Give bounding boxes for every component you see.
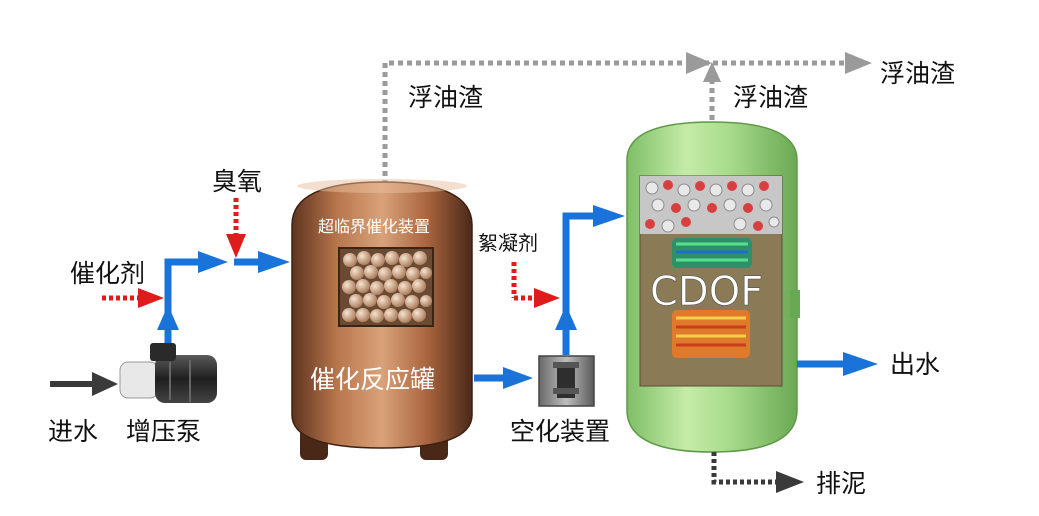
cdof-orange-layer <box>672 310 750 358</box>
catalytic-reactor <box>291 179 473 460</box>
catalyst-arrowhead <box>138 288 164 308</box>
cdof-tank <box>626 121 800 453</box>
cavitation-device <box>538 355 595 407</box>
label-outlet-water: 出水 <box>890 350 940 379</box>
sludge-line <box>711 452 778 485</box>
water-flow-to-cdof <box>562 212 595 355</box>
label-floating-scum-top: 浮油渣 <box>408 83 483 112</box>
scum-arrowhead-up <box>703 62 721 82</box>
label-ozone: 臭氧 <box>212 167 262 196</box>
label-floating-scum-right: 浮油渣 <box>880 59 955 88</box>
flocculant-arrowhead <box>534 288 560 308</box>
water-flow-to-reactor <box>164 258 260 343</box>
sludge-arrowhead <box>776 471 804 493</box>
label-inlet-water: 进水 <box>48 417 98 446</box>
label-cavitation-device: 空化装置 <box>510 417 610 446</box>
flow-arrowhead-right-3 <box>503 367 533 389</box>
outlet-arrowhead <box>843 352 878 376</box>
flow-arrowhead-up-1 <box>157 305 179 330</box>
flow-arrowhead-right-4 <box>593 205 625 227</box>
inlet-arrowhead <box>92 372 118 396</box>
label-booster-pump: 增压泵 <box>126 417 201 446</box>
scum-arrowhead-right <box>845 52 872 74</box>
label-supercritical-device: 超临界催化装置 <box>318 217 430 236</box>
flow-arrowhead-right-1 <box>198 251 228 273</box>
label-catalyst: 催化剂 <box>70 259 145 288</box>
label-sludge-discharge: 排泥 <box>816 469 866 498</box>
label-cdof: CDOF <box>650 269 763 315</box>
cdof-green-layer <box>672 238 752 268</box>
label-floating-scum-mid: 浮油渣 <box>733 83 808 112</box>
cdof-bubbles <box>640 176 782 234</box>
flow-arrowhead-up-2 <box>555 305 577 330</box>
ozone-arrowhead <box>226 234 246 258</box>
label-flocculant: 絮凝剂 <box>478 231 538 255</box>
booster-pump <box>119 343 217 403</box>
label-catalytic-reactor: 催化反应罐 <box>310 365 435 394</box>
scum-arrowhead-mid <box>686 52 712 74</box>
flow-arrowhead-right-2 <box>258 251 290 273</box>
catalyst-beads <box>342 251 432 323</box>
